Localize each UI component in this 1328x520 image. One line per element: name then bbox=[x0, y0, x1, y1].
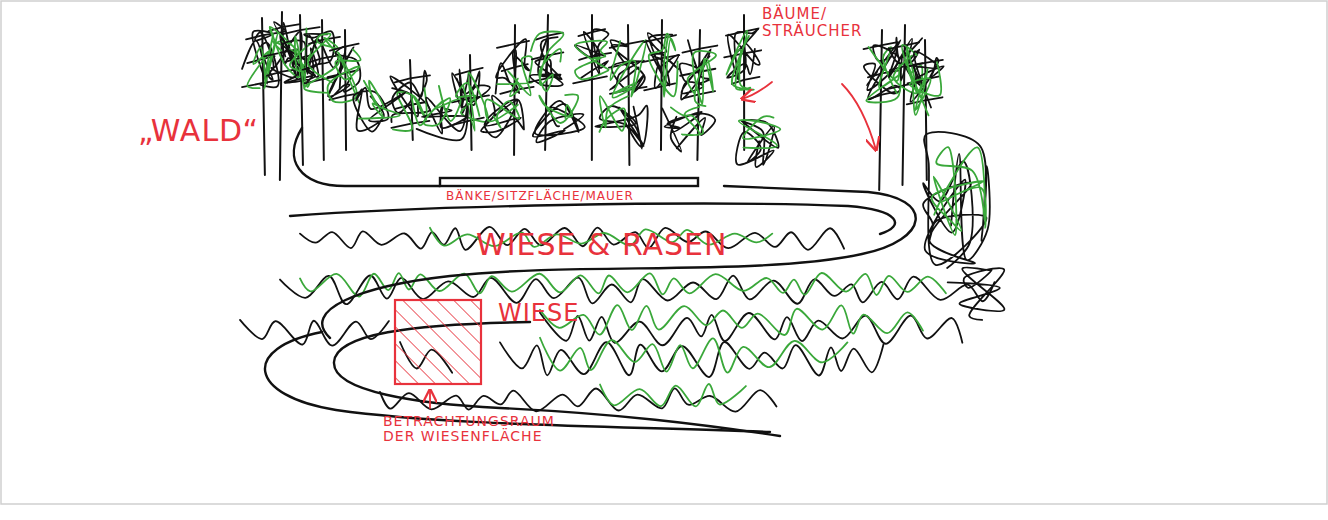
hedge-band bbox=[380, 388, 776, 411]
scribble bbox=[907, 62, 941, 115]
leader-arrow bbox=[842, 84, 876, 150]
annotation-label: „WALD“ bbox=[138, 114, 259, 147]
scribble bbox=[671, 107, 703, 135]
path-lines bbox=[265, 128, 916, 436]
scribble bbox=[726, 31, 754, 90]
tree-branch bbox=[309, 55, 339, 62]
scribble bbox=[646, 33, 678, 88]
tree-branch bbox=[497, 41, 529, 48]
tree-trunk bbox=[879, 30, 882, 190]
scribble bbox=[736, 120, 779, 167]
annotation-label: WIESE & RASEN bbox=[476, 228, 728, 261]
tree-trunk bbox=[262, 18, 265, 175]
scribble bbox=[497, 56, 532, 96]
vegetation bbox=[240, 12, 1004, 412]
hedge-band bbox=[500, 342, 884, 377]
annotation-label: BÄUME/ STRÄUCHER bbox=[762, 6, 882, 39]
scribble bbox=[599, 96, 627, 132]
scribble bbox=[539, 95, 578, 124]
tree-trunk bbox=[628, 25, 629, 165]
observation-square bbox=[395, 300, 481, 384]
scribble bbox=[496, 39, 530, 94]
tree-trunk bbox=[322, 20, 324, 160]
scribble bbox=[485, 99, 519, 128]
hedge-band bbox=[540, 338, 847, 373]
hedge-band bbox=[540, 305, 923, 335]
scribble bbox=[424, 86, 461, 126]
scribble bbox=[359, 81, 400, 119]
leader-lines bbox=[430, 82, 876, 408]
leader-arrow bbox=[429, 390, 431, 408]
scribble bbox=[910, 51, 943, 107]
scribble bbox=[923, 132, 990, 268]
annotation-label: WIESE bbox=[498, 300, 579, 326]
leader-arrow bbox=[742, 82, 772, 99]
path-edge bbox=[294, 128, 440, 186]
bench-wall bbox=[440, 178, 698, 186]
scribble bbox=[688, 51, 716, 106]
tree-trunk bbox=[300, 15, 303, 165]
scribble bbox=[610, 40, 646, 97]
hedge-band bbox=[600, 384, 746, 406]
scribble bbox=[481, 96, 524, 138]
scribble bbox=[393, 88, 427, 131]
observation-area bbox=[395, 300, 481, 384]
scribble bbox=[739, 116, 781, 148]
scribble bbox=[595, 106, 647, 149]
annotation-label: BETRACHTUNGSRAUM DER WIESENFLÄCHE bbox=[383, 414, 583, 445]
scribble bbox=[531, 31, 564, 91]
scribble bbox=[649, 34, 678, 97]
annotation-label: BÄNKE/SITZFLÄCHE/MAUER bbox=[446, 190, 634, 203]
frame bbox=[1, 1, 1327, 504]
scribble bbox=[932, 147, 986, 235]
scribble bbox=[575, 41, 609, 80]
